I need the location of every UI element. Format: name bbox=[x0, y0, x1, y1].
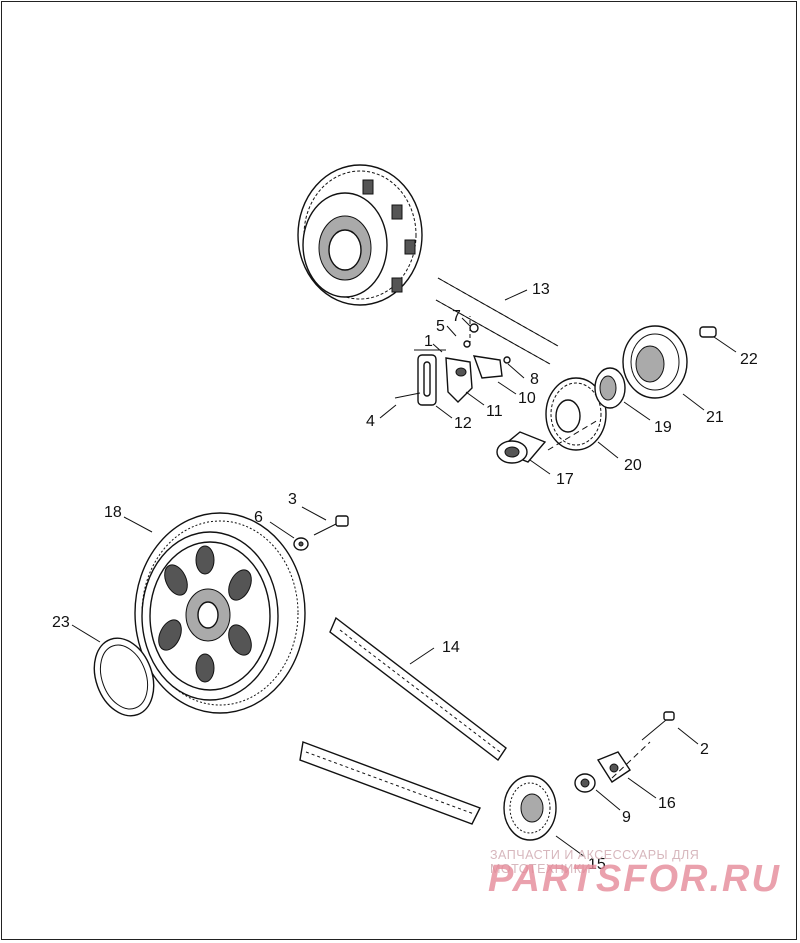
callout-13: 13 bbox=[532, 281, 550, 298]
transmission-sprocket bbox=[503, 775, 557, 841]
pulley-hardware bbox=[293, 515, 349, 551]
callout-4: 4 bbox=[366, 413, 375, 430]
leader-lines bbox=[71, 289, 737, 858]
callout-5: 5 bbox=[436, 318, 445, 335]
watermark-tagline: ЗАПЧАСТИ И АКСЕССУАРЫ ДЛЯ МОТОТЕХНИКИ bbox=[490, 848, 700, 876]
callout-3: 3 bbox=[288, 491, 297, 508]
callout-20: 20 bbox=[624, 457, 642, 474]
callout-2: 2 bbox=[700, 741, 709, 758]
callout-15: 15 bbox=[588, 856, 606, 873]
callout-21: 21 bbox=[706, 409, 724, 426]
callout-1: 1 bbox=[424, 333, 433, 350]
tensioner-parts bbox=[394, 323, 511, 406]
callout-11: 11 bbox=[486, 403, 503, 420]
callout-6: 6 bbox=[254, 509, 263, 526]
rear-pulley bbox=[134, 512, 306, 714]
retaining-ring bbox=[93, 637, 155, 717]
callout-9: 9 bbox=[622, 809, 631, 826]
callout-17: 17 bbox=[556, 471, 574, 488]
sprocket-spacer bbox=[496, 431, 547, 464]
callout-19: 19 bbox=[654, 419, 672, 436]
callout-7: 7 bbox=[452, 308, 461, 325]
callout-23: 23 bbox=[52, 614, 70, 631]
watermark-brand: PARTSFOR.RU bbox=[488, 858, 781, 900]
lock-plate bbox=[596, 751, 631, 783]
callout-14: 14 bbox=[442, 639, 460, 656]
engine-sprocket bbox=[545, 377, 607, 451]
callout-16: 16 bbox=[658, 795, 676, 812]
primary-chain bbox=[435, 277, 559, 365]
callout-10: 10 bbox=[518, 390, 536, 407]
clutch-assembly bbox=[297, 164, 423, 306]
callout-numbers: 13 1 5 7 8 10 11 12 4 22 21 19 20 17 18 … bbox=[52, 281, 758, 873]
compensator-parts bbox=[594, 325, 717, 409]
sprocket-nut bbox=[574, 773, 596, 793]
callout-8: 8 bbox=[530, 371, 539, 388]
drive-belt bbox=[299, 616, 507, 825]
lock-screw bbox=[641, 711, 675, 741]
callout-22: 22 bbox=[740, 351, 758, 368]
callout-18: 18 bbox=[104, 504, 122, 521]
callout-12: 12 bbox=[454, 415, 472, 432]
